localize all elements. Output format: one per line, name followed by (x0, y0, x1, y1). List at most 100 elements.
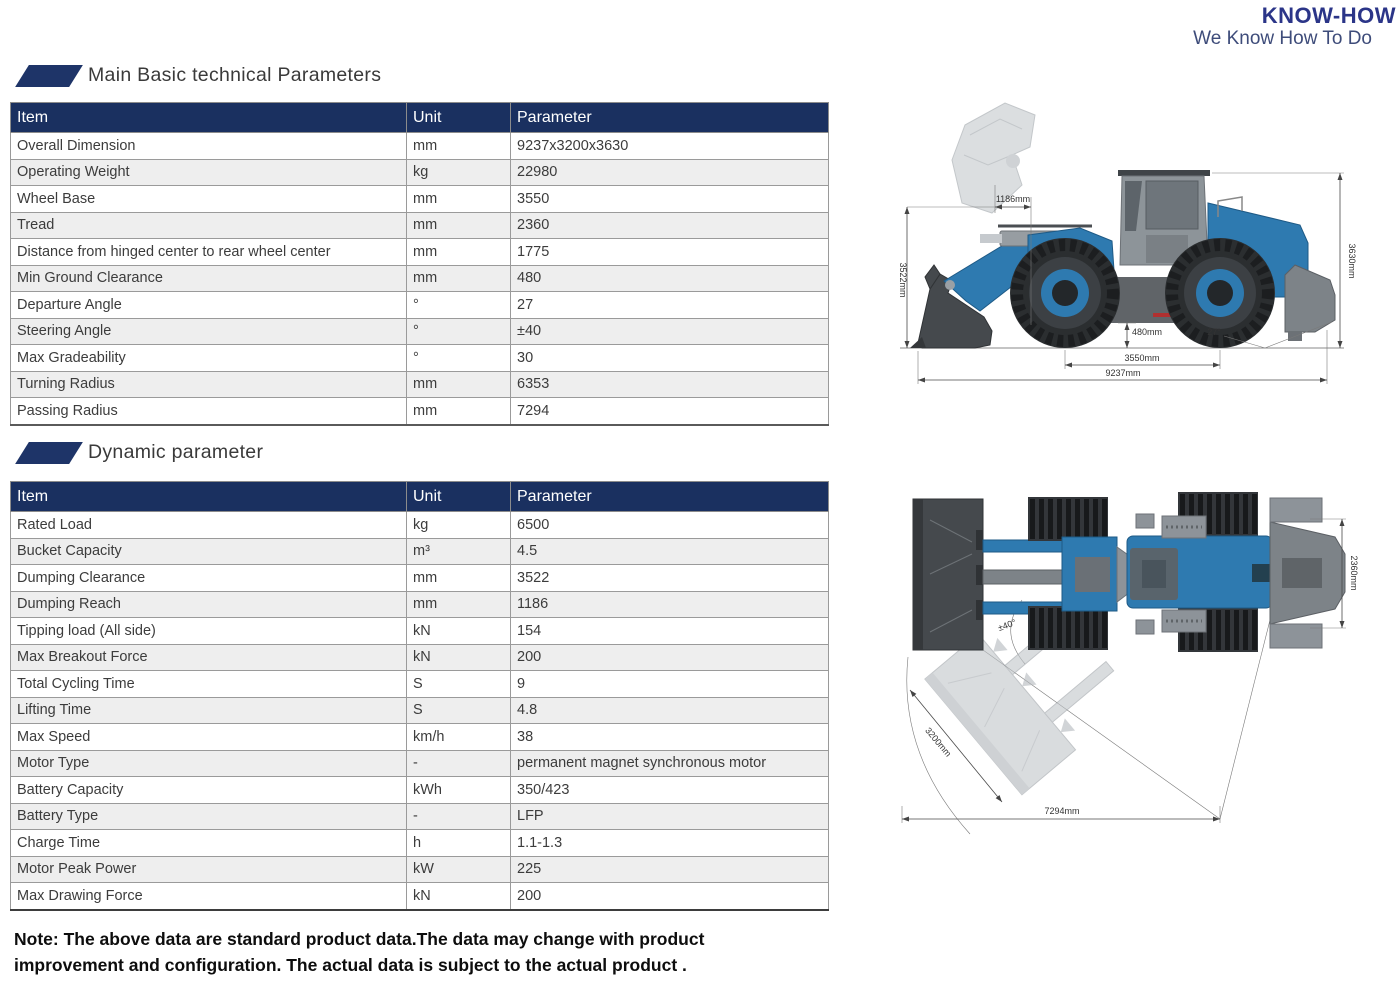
table-cell: 200 (510, 643, 829, 671)
dim-label-overall-length: 9237mm (1105, 368, 1140, 378)
table-cell: Dumping Clearance (10, 564, 407, 592)
table-cell: 350/423 (510, 776, 829, 804)
table-row: Max Gradeability°30 (10, 344, 829, 372)
table-cell: 4.5 (510, 537, 829, 565)
table-cell: 22980 (510, 158, 829, 186)
table-cell: kN (406, 643, 511, 671)
dim-label-overall-height: 3630mm (1347, 243, 1357, 278)
table-cell: 200 (510, 882, 829, 910)
table-cell: - (406, 802, 511, 830)
dim-label-bucket-width: 3200mm (923, 725, 953, 758)
table-cell: mm (406, 185, 511, 213)
dim-label-ground-clearance: 480mm (1132, 327, 1162, 337)
table-cell: 1.1-1.3 (510, 829, 829, 857)
table-cell: mm (406, 211, 511, 239)
table-cell: 9 (510, 670, 829, 698)
table-cell: Battery Type (10, 802, 407, 830)
column-header: Parameter (510, 102, 829, 133)
table-cell: 3522 (510, 564, 829, 592)
wheel-loader-side (910, 170, 1336, 349)
ghost-raised-bucket (951, 102, 1036, 214)
table-cell: Bucket Capacity (10, 537, 407, 565)
table-cell: Departure Angle (10, 291, 407, 319)
dim-label-steering-angle: ±40° (997, 617, 1018, 633)
table-cell: Rated Load (10, 511, 407, 539)
table-cell: Tipping load (All side) (10, 617, 407, 645)
table-cell: mm (406, 264, 511, 292)
table-cell: Motor Peak Power (10, 855, 407, 883)
table-cell: 6500 (510, 511, 829, 539)
footer-note: Note: The above data are standard produc… (14, 926, 844, 978)
table-cell: kW (406, 855, 511, 883)
table-cell: - (406, 749, 511, 777)
table-cell: Passing Radius (10, 397, 407, 425)
column-header: Item (10, 102, 407, 133)
section-title-dynamic: Dynamic parameter (14, 441, 263, 464)
table-cell: 2360 (510, 211, 829, 239)
table-cell: Lifting Time (10, 696, 407, 724)
section-title-text: Dynamic parameter (88, 441, 264, 463)
table-cell: mm (406, 370, 511, 398)
table-row: Motor Type-permanent magnet synchronous … (10, 749, 829, 777)
table-cell: kN (406, 882, 511, 910)
table-cell: 30 (510, 344, 829, 372)
table-cell: mm (406, 564, 511, 592)
section-title-basic: Main Basic technical Parameters (14, 64, 381, 87)
table-cell: Turning Radius (10, 370, 407, 398)
table-row: Battery Type-LFP (10, 802, 829, 830)
table-cell: Motor Type (10, 749, 407, 777)
dim-label-reach: 1186mm (996, 194, 1030, 204)
note-line-2: improvement and configuration. The actua… (14, 955, 687, 975)
table-cell: 38 (510, 723, 829, 751)
table-cell: 6353 (510, 370, 829, 398)
side-view-dimensions: 1186mm 3522mm 3630mm 480mm 3550mm 9237mm (898, 172, 1357, 384)
front-wheel (1010, 238, 1120, 348)
table-cell: ° (406, 344, 511, 372)
table-cell: 4.8 (510, 696, 829, 724)
table-cell: 480 (510, 264, 829, 292)
table-cell: Max Gradeability (10, 344, 407, 372)
rear-wheel (1165, 238, 1275, 348)
table-cell: Distance from hinged center to rear whee… (10, 238, 407, 266)
table-cell: Battery Capacity (10, 776, 407, 804)
cab (1118, 170, 1210, 266)
table-cell: LFP (510, 802, 829, 830)
table-cell: Max Drawing Force (10, 882, 407, 910)
note-line-1: Note: The above data are standard produc… (14, 929, 705, 949)
table-cell: Max Speed (10, 723, 407, 751)
wheel-loader-top (912, 492, 1346, 652)
brand-tagline: We Know How To Do (1193, 28, 1372, 49)
table-cell: 3550 (510, 185, 829, 213)
table-cell: Overall Dimension (10, 132, 407, 160)
table-row: Departure Angle°27 (10, 291, 829, 319)
counterweight (1284, 264, 1336, 333)
column-header: Unit (406, 102, 511, 133)
table-row: Distance from hinged center to rear whee… (10, 238, 829, 266)
table-cell: kg (406, 158, 511, 186)
table-cell: 154 (510, 617, 829, 645)
table-cell: Tread (10, 211, 407, 239)
logo: KNOW-HOW We Know How To Do (1193, 4, 1396, 50)
section-title-text: Main Basic technical Parameters (88, 64, 382, 86)
table-cell: Max Breakout Force (10, 643, 407, 671)
column-header: Item (10, 481, 407, 512)
side-step-left (1161, 515, 1207, 539)
dim-label-wheel-base: 3550mm (1124, 353, 1159, 363)
